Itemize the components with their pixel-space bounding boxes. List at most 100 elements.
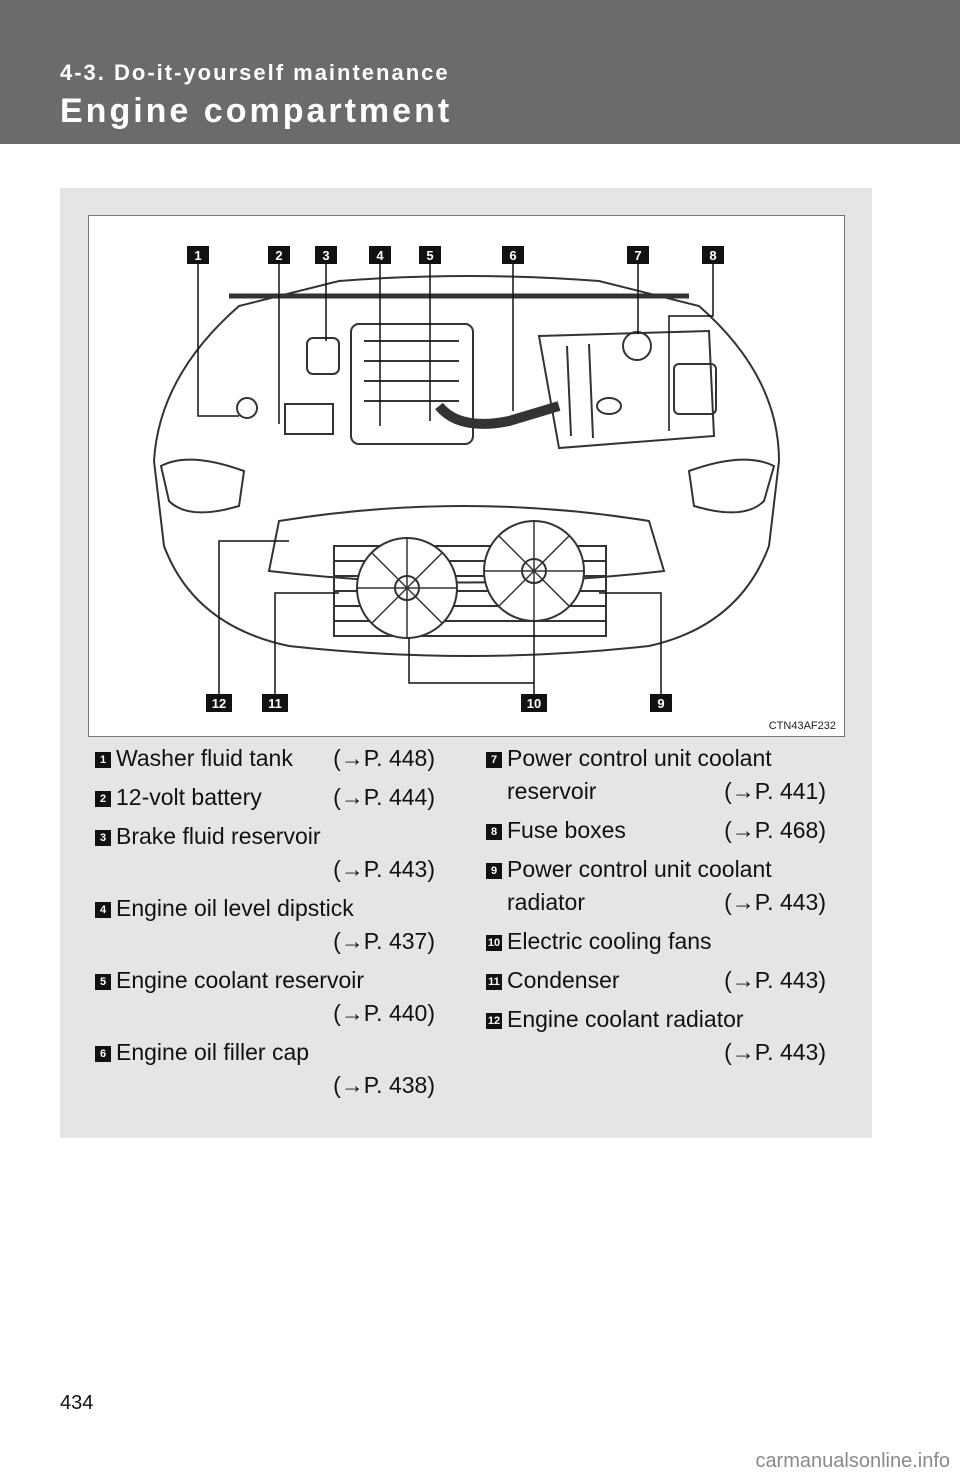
callout-badge-12	[206, 694, 232, 712]
brake-reservoir-shape	[306, 337, 340, 375]
legend-badge: 9	[486, 863, 502, 879]
figure-code: CTN43AF232	[768, 720, 836, 732]
page-reference: (→P. 440)	[333, 1000, 435, 1026]
washer-tank-shape	[236, 397, 258, 419]
legend-badge: 10	[486, 935, 502, 951]
legend-item: 8 Fuse boxes (→P. 468)	[486, 814, 826, 847]
callout-label-11: 11	[268, 696, 282, 711]
page-reference: (→P. 468)	[724, 817, 826, 843]
legend-label: Engine oil filler cap	[116, 1039, 310, 1065]
callout-badge-2	[268, 246, 290, 264]
right-headlight	[687, 458, 776, 514]
page-reference: (→P. 437)	[333, 928, 435, 954]
pcu-reservoir-shape	[622, 331, 652, 361]
legend-item: 12 Engine coolant radiator (→P. 443)	[486, 1003, 826, 1069]
legend-badge: 8	[486, 824, 502, 840]
legend-item: 6 Engine oil filler cap (→P. 438)	[95, 1036, 435, 1102]
left-headlight	[159, 458, 246, 514]
fuse-box-shape	[673, 363, 717, 415]
callout-label-4: 4	[376, 248, 384, 263]
legend-label-cont: reservoir	[507, 778, 597, 804]
leader-11	[274, 592, 339, 694]
legend-label: Engine coolant reservoir	[116, 967, 365, 993]
leader-1	[197, 263, 239, 417]
page-reference: (→P. 443)	[724, 967, 826, 993]
legend-badge: 5	[95, 974, 111, 990]
callout-label-2: 2	[275, 248, 282, 263]
callout-badge-9	[650, 694, 672, 712]
leader-10	[408, 621, 535, 694]
legend-item: 4 Engine oil level dipstick (→P. 437)	[95, 892, 435, 958]
legend-label: Engine oil level dipstick	[116, 895, 354, 921]
legend-label: Washer fluid tank	[116, 745, 293, 771]
legend-left: 1 Washer fluid tank (→P. 448) 2 12-volt …	[95, 742, 435, 1108]
grille-frame	[267, 505, 666, 584]
legend-label: Power control unit coolant	[507, 856, 772, 882]
callout-badge-11	[262, 694, 288, 712]
callout-label-12: 12	[212, 696, 226, 711]
page-reference: (→P. 441)	[724, 778, 826, 804]
callout-label-8: 8	[709, 248, 716, 263]
callout-label-6: 6	[509, 248, 516, 263]
callout-label-10: 10	[527, 696, 541, 711]
legend-item: 5 Engine coolant reservoir (→P. 440)	[95, 964, 435, 1030]
callout-badge-6	[502, 246, 524, 264]
legend-badge: 6	[95, 1046, 111, 1062]
page-reference: (→P. 448)	[333, 745, 435, 771]
page-title: Engine compartment	[60, 92, 453, 130]
callout-badge-3	[315, 246, 337, 264]
legend-label: Brake fluid reservoir	[116, 823, 321, 849]
vehicle-outline	[152, 275, 781, 657]
page-reference: (→P. 438)	[333, 1072, 435, 1098]
page-reference: (→P. 443)	[724, 1039, 826, 1065]
callout-label-9: 9	[657, 696, 664, 711]
legend-label: Power control unit coolant	[507, 745, 772, 771]
legend-label: Fuse boxes	[507, 817, 626, 843]
legend-label: Condenser	[507, 967, 620, 993]
legend-label: Electric cooling fans	[507, 928, 712, 954]
callout-badge-8	[702, 246, 724, 264]
leader-9	[599, 592, 662, 694]
engine-block	[350, 323, 474, 445]
watermark: carmanualsonline.info	[755, 1450, 950, 1472]
legend-right: 7 Power control unit coolant reservoir (…	[486, 742, 826, 1075]
legend-item: 7 Power control unit coolant reservoir (…	[486, 742, 826, 808]
callout-label-7: 7	[634, 248, 641, 263]
legend-badge: 3	[95, 830, 111, 846]
callout-badge-4	[369, 246, 391, 264]
inverter-cover	[537, 329, 716, 450]
callout-label-5: 5	[426, 248, 433, 263]
callout-badge-1	[187, 246, 209, 264]
legend-badge: 1	[95, 752, 111, 768]
legend-badge: 12	[486, 1013, 502, 1029]
legend-label: 12-volt battery	[116, 784, 262, 810]
legend-item: 10 Electric cooling fans	[486, 925, 826, 958]
legend-item: 2 12-volt battery (→P. 444)	[95, 781, 435, 814]
legend-item: 9 Power control unit coolant radiator (→…	[486, 853, 826, 919]
legend-badge: 11	[486, 974, 502, 990]
callout-badge-5	[419, 246, 441, 264]
callout-badge-7	[627, 246, 649, 264]
legend-badge: 4	[95, 902, 111, 918]
callout-label-3: 3	[322, 248, 329, 263]
page-reference: (→P. 444)	[333, 784, 435, 810]
page-number: 434	[60, 1392, 94, 1414]
intake-tube	[435, 401, 561, 429]
page-header: 4-3. Do-it-yourself maintenance Engine c…	[0, 0, 960, 144]
page-reference: (→P. 443)	[724, 889, 826, 915]
battery-shape	[284, 403, 334, 435]
engine-illustration: 1 2 3 4 5 6 7 8 9 10 11 12	[152, 246, 781, 712]
section-label: 4-3. Do-it-yourself maintenance	[60, 60, 450, 85]
legend-label: Engine coolant radiator	[507, 1006, 744, 1032]
legend-label-cont: radiator	[507, 889, 585, 915]
leader-12	[218, 540, 289, 694]
leader-8	[668, 263, 714, 431]
legend-badge: 7	[486, 752, 502, 768]
page-reference: (→P. 443)	[333, 856, 435, 882]
legend-item: 3 Brake fluid reservoir (→P. 443)	[95, 820, 435, 886]
engine-diagram: 1 2 3 4 5 6 7 8 9 10 11 12 CTN43AF232	[88, 215, 845, 737]
callout-badge-10	[521, 694, 547, 712]
legend-badge: 2	[95, 791, 111, 807]
legend-item: 11 Condenser (→P. 443)	[486, 964, 826, 997]
legend-item: 1 Washer fluid tank (→P. 448)	[95, 742, 435, 775]
